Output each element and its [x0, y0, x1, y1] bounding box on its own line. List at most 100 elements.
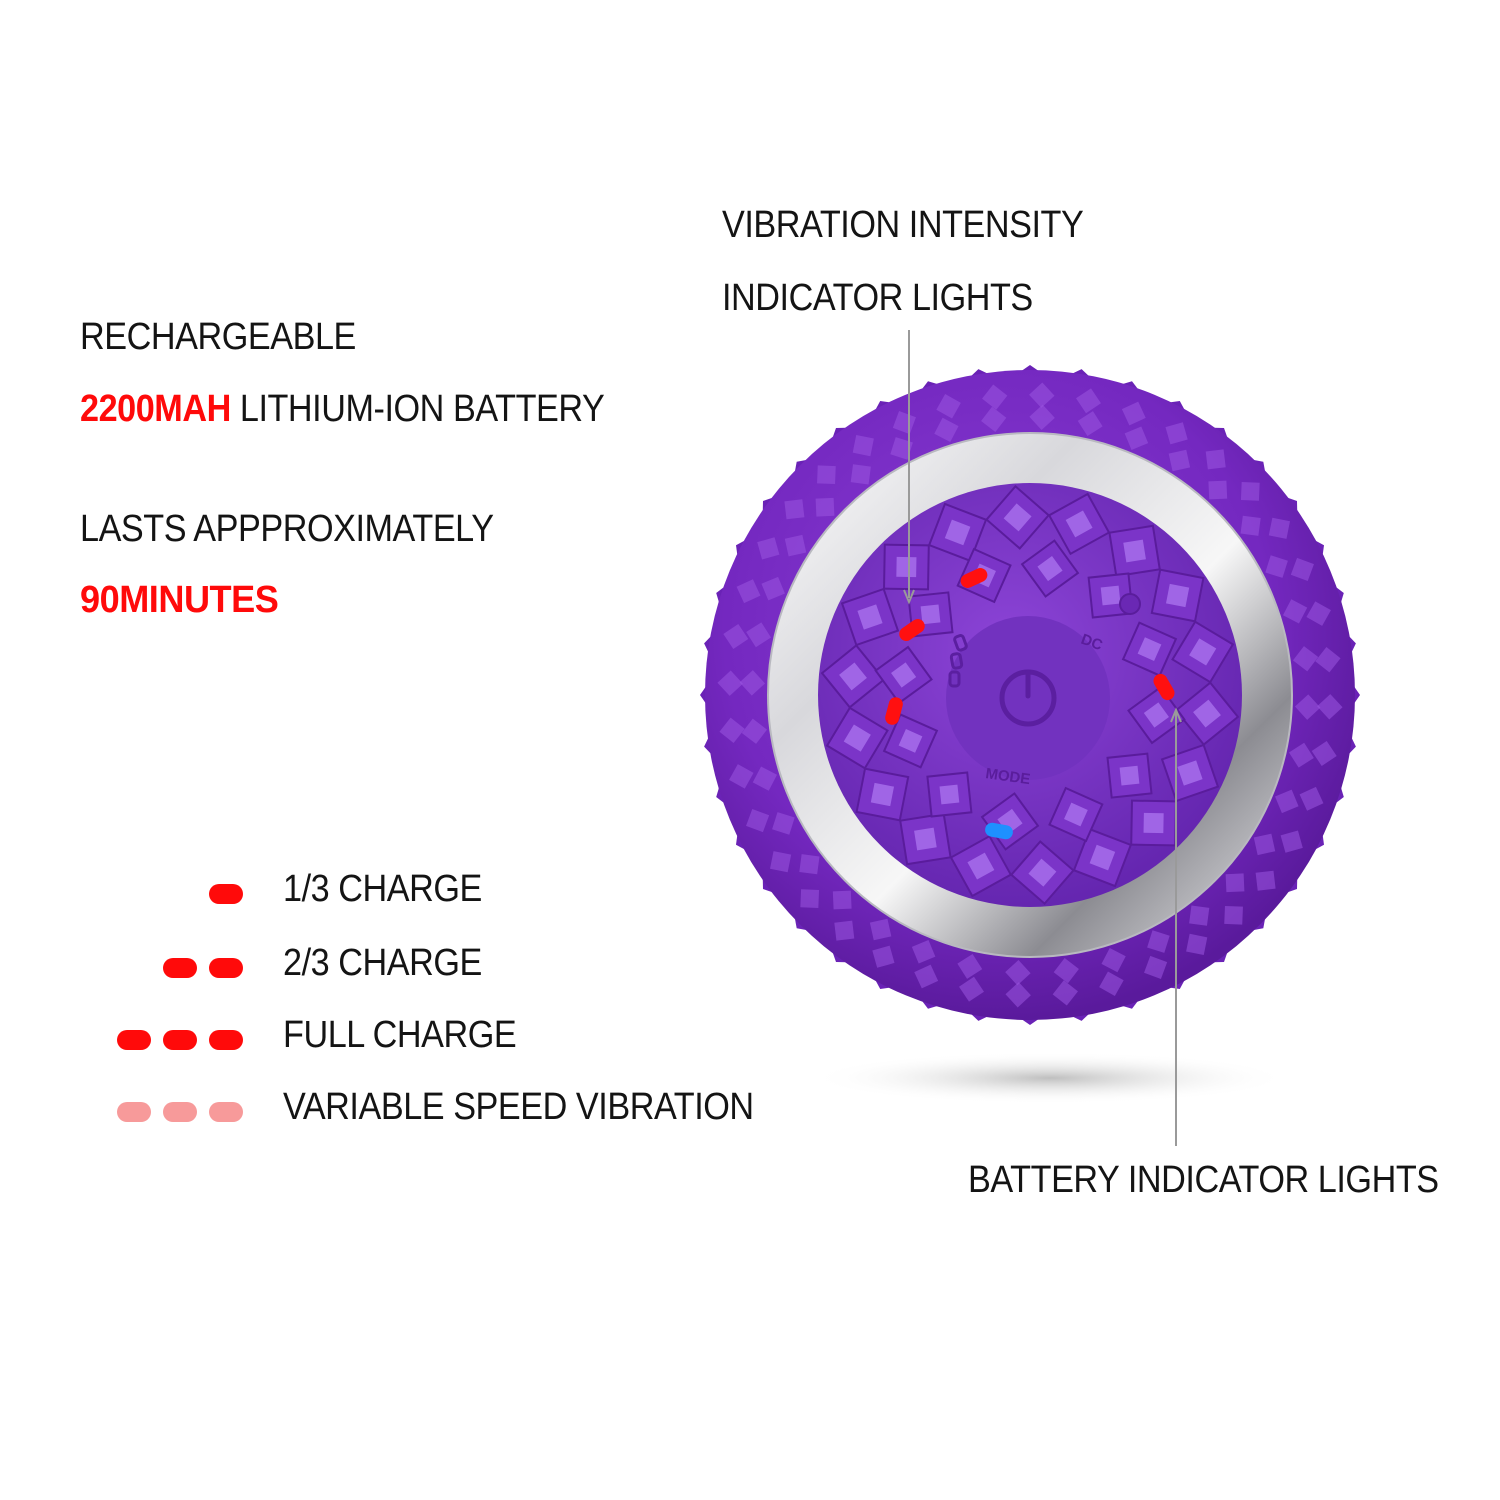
- spike-facet: [892, 411, 916, 435]
- spike-facet: [746, 809, 770, 833]
- cap-pyramid-tip: [1123, 539, 1146, 563]
- spike-facet: [784, 534, 807, 557]
- cap-pyramid-tip: [1143, 702, 1169, 728]
- spike-facet: [772, 812, 795, 835]
- cap-pyramid-tip: [1064, 802, 1088, 827]
- spike-facet: [1053, 957, 1079, 984]
- cap-pyramid-tip: [920, 604, 941, 625]
- spike-facet: [1124, 426, 1149, 450]
- cap-pyramid-tip: [857, 604, 883, 630]
- spike-facet: [1165, 422, 1188, 445]
- spike-facet: [1280, 830, 1303, 853]
- spike-facet: [1268, 517, 1290, 539]
- vibration-callout-line1: VIBRATION INTENSITY: [722, 204, 1084, 246]
- rechargeable-text: RECHARGEABLE: [80, 316, 356, 358]
- spike-facet: [1311, 741, 1337, 766]
- cap-pyramid-tip: [870, 782, 895, 807]
- spike-facet: [1189, 905, 1210, 926]
- legend-label: 1/3 CHARGE: [283, 868, 482, 910]
- legend-label: FULL CHARGE: [283, 1014, 517, 1056]
- spike-facet: [1290, 557, 1314, 581]
- spike-facet: [1144, 955, 1168, 979]
- floor-shadow: [810, 1052, 1290, 1104]
- legend-indicator-dot: [209, 1102, 243, 1122]
- spike-facet: [729, 764, 754, 789]
- spike-facet: [869, 918, 892, 941]
- cap-pyramid-tip: [1028, 858, 1057, 887]
- legend-indicator-dot: [209, 884, 243, 904]
- spike-facet: [1029, 382, 1055, 408]
- spike-facet: [936, 394, 961, 419]
- spike-facet: [746, 622, 772, 648]
- spike-facet: [1288, 742, 1314, 768]
- spike-facet: [717, 670, 743, 696]
- spike-facet: [757, 537, 780, 560]
- spike-facet: [852, 435, 874, 457]
- cap-pyramid-tip: [1165, 583, 1190, 608]
- spike-facet: [834, 920, 855, 941]
- battery-capacity-line: 2200MAH LITHIUM-ION BATTERY: [80, 390, 605, 428]
- spike-facet: [761, 576, 785, 601]
- spike-facet: [723, 624, 749, 649]
- spike-facet: [1168, 449, 1191, 472]
- spike-facet: [752, 766, 778, 791]
- runtime-label: LASTS APPPROXIMATELY: [80, 508, 494, 550]
- spike-facet: [1240, 482, 1260, 501]
- spike-facet: [981, 406, 1007, 433]
- spike-facet: [815, 497, 835, 517]
- battery-led: [1153, 673, 1175, 701]
- mode-led: [985, 822, 1013, 840]
- spike-facets: [717, 382, 1343, 1008]
- spike-facet: [736, 579, 761, 604]
- spike-facet: [911, 940, 936, 964]
- spike-facet: [850, 464, 871, 485]
- chrome-ring-edge: [767, 432, 1293, 958]
- legend-indicator-dot: [209, 958, 243, 978]
- cap-pyramid-tip: [898, 729, 923, 753]
- legend-indicator-dot: [163, 1030, 197, 1050]
- cap-pyramid-tip: [1143, 812, 1164, 834]
- spike-facet: [832, 890, 852, 910]
- cap-pyramid-tip: [1100, 585, 1121, 606]
- spike-facet: [1076, 388, 1101, 414]
- spike-facet: [1275, 789, 1299, 814]
- cap-pyramid-tip: [896, 556, 917, 578]
- spike-facet: [1240, 515, 1261, 536]
- spike-facet: [1101, 947, 1126, 973]
- dc-port[interactable]: [1119, 593, 1141, 615]
- cap-pyramid-tip: [967, 852, 995, 880]
- legend-indicator-dot: [209, 1030, 243, 1050]
- spike-facet: [934, 417, 959, 443]
- cap-pyramid-tip: [843, 724, 871, 752]
- spike-facet: [1208, 480, 1228, 500]
- power-button[interactable]: [999, 669, 1057, 727]
- spike-facet: [1005, 959, 1031, 986]
- spike-facet: [1224, 905, 1243, 925]
- cap-pyramid-tip: [939, 784, 960, 805]
- spike-facet: [799, 854, 820, 875]
- spike-facet: [1255, 870, 1276, 891]
- spike-facet: [784, 499, 805, 520]
- dc-label: DC: [1079, 631, 1105, 654]
- mode-label: MODE: [984, 765, 1031, 788]
- spike-facet: [1205, 449, 1226, 470]
- spike-facet: [817, 465, 836, 485]
- spike-facet: [1299, 786, 1324, 811]
- spike-facet: [872, 945, 895, 968]
- cap-pyramid-tip: [839, 662, 867, 691]
- legend-indicator-dot: [163, 1102, 197, 1122]
- legend-indicator-dot: [117, 1102, 151, 1122]
- spike-facet: [800, 889, 820, 908]
- vibration-led-2: [899, 618, 925, 642]
- spike-facet: [1315, 647, 1341, 673]
- cap-pyramid-tip: [1193, 699, 1221, 728]
- spike-facet: [770, 851, 792, 873]
- spike-facet: [1265, 555, 1288, 578]
- cap-pyramid-tip: [914, 827, 937, 851]
- spike-facet: [1294, 694, 1321, 720]
- spike-facet: [1029, 404, 1055, 431]
- spike-facet: [1099, 971, 1124, 996]
- spike-facet: [890, 437, 913, 460]
